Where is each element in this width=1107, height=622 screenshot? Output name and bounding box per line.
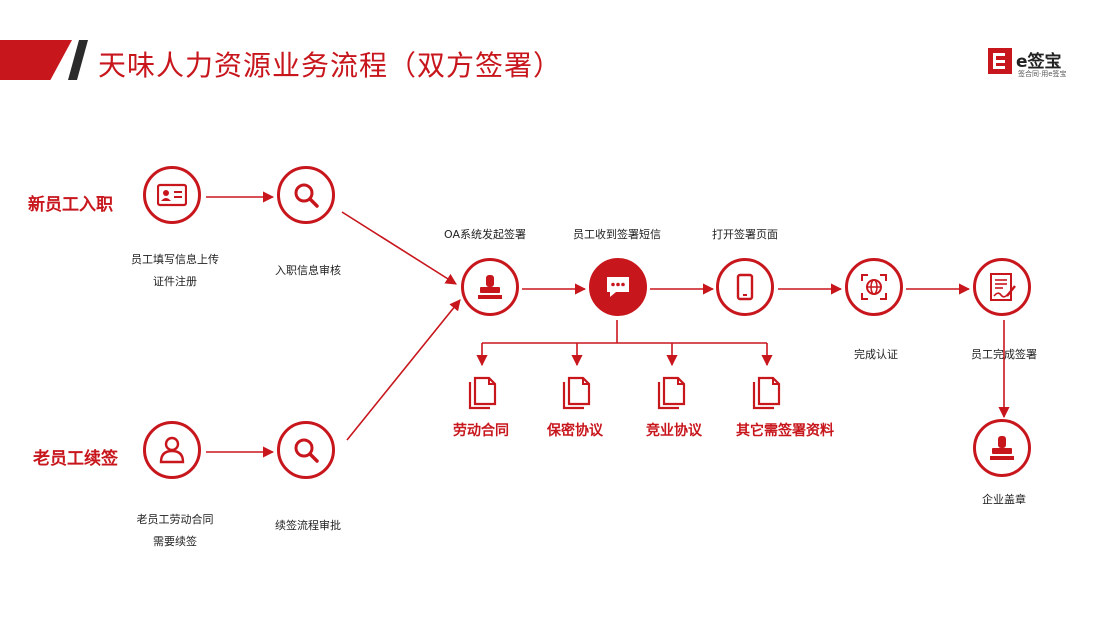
document-label: 竞业协议 (646, 423, 702, 439)
documents-icon (657, 376, 686, 410)
caption-company-seal: 企业盖章 (982, 493, 1026, 506)
node-open-page (716, 258, 774, 316)
documents-icon (752, 376, 781, 410)
node-new-fill (143, 166, 201, 224)
documents-icon (468, 376, 497, 410)
caption-line: 需要续签 (153, 535, 197, 548)
chat-bubble-icon (607, 277, 629, 297)
stamp-icon (478, 275, 502, 299)
brand-logo: e签宝 签合同·用e签宝 (988, 46, 1088, 80)
caption-old-contract: 老员工劳动合同 需要续签 (137, 509, 214, 553)
node-employee-sign (973, 258, 1031, 316)
node-sms (589, 258, 647, 316)
node-old-contract (143, 421, 201, 479)
caption-line: 员工填写信息上传 (131, 253, 219, 266)
caption-old-approve: 续签流程审批 (275, 519, 341, 532)
caption-new-review: 入职信息审核 (275, 264, 341, 277)
globe-auth-icon (861, 274, 887, 300)
caption-new-fill: 员工填写信息上传 证件注册 (131, 249, 219, 293)
logo-mark-icon (988, 48, 1012, 74)
row-label-old-employee: 老员工续签 (33, 449, 118, 469)
page-title: 天味人力资源业务流程（双方签署） (98, 49, 563, 82)
documents-icon (562, 376, 591, 410)
node-company-seal (973, 419, 1031, 477)
caption-auth: 完成认证 (854, 348, 898, 361)
magnifier-icon (294, 438, 319, 463)
document-label: 保密协议 (547, 423, 603, 439)
node-auth (845, 258, 903, 316)
row-label-new-employee: 新员工入职 (28, 195, 113, 215)
caption-line: 老员工劳动合同 (136, 513, 214, 526)
id-card-icon (157, 183, 187, 207)
caption-sms: 员工收到签署短信 (573, 228, 661, 241)
phone-icon (736, 273, 754, 301)
node-new-review (277, 166, 335, 224)
stamp-icon (990, 436, 1014, 460)
logo-tagline: 签合同·用e签宝 (1018, 70, 1067, 78)
node-oa (461, 258, 519, 316)
node-old-approve (277, 421, 335, 479)
caption-open-page: 打开签署页面 (712, 228, 778, 241)
arrow-review-to-oa (341, 211, 457, 285)
arrow-approve-to-oa (346, 299, 461, 441)
caption-line: 证件注册 (153, 275, 197, 288)
user-icon (159, 436, 185, 464)
caption-employee-sign: 员工完成签署 (971, 348, 1037, 361)
document-label: 其它需签署资料 (736, 423, 834, 439)
document-label: 劳动合同 (453, 423, 509, 439)
magnifier-icon (294, 183, 319, 208)
logo-name: e签宝 (1016, 52, 1062, 72)
signed-document-icon (990, 273, 1016, 301)
caption-oa: OA系统发起签署 (444, 228, 526, 241)
